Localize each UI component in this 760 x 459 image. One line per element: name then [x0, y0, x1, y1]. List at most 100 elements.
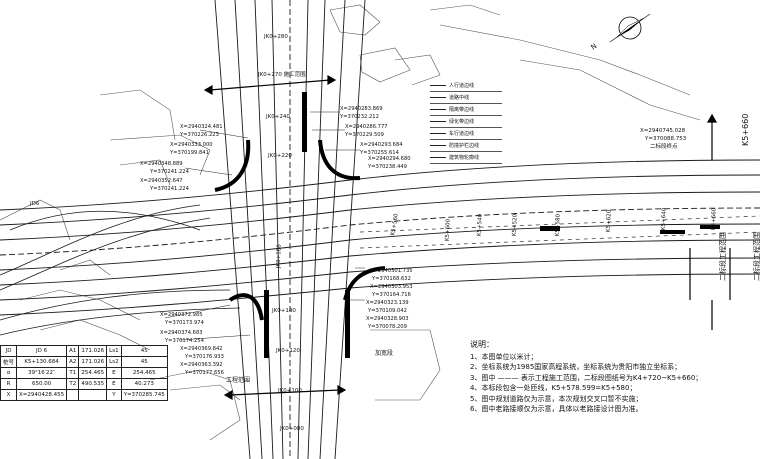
coord-30: Y=370176.933 [184, 354, 224, 360]
end-coord-y: Y=370088.753 [644, 136, 687, 142]
coord-9: X=2940324.481 [180, 124, 223, 130]
coord-8: Y=370238.449 [367, 164, 407, 170]
table-cell: 650.00 [16, 378, 68, 390]
coord-3: X=2940286.777 [345, 124, 388, 130]
table-cell: 254.465 [78, 367, 108, 379]
coord-4: Y=370229.509 [344, 132, 384, 138]
north-label: N [590, 42, 599, 52]
end-vertical-1: 二标段工程范围 [718, 232, 727, 281]
table-cell: T2 [66, 378, 80, 390]
coord-14: Y=370241.224 [149, 169, 190, 175]
legend-label: 防撞护栏边线 [449, 143, 480, 149]
legend-item: 人行道边线 [430, 80, 502, 92]
legend-label: 人行道边线 [449, 83, 475, 89]
coord-7: X=2940294.680 [368, 156, 411, 162]
note-item: 3、图中 ——— 表示工程施工范围，二标段图纸号为K4+720~K5+660； [470, 373, 703, 382]
table-cell: 254.465 [120, 367, 168, 379]
end-annotations: K5+660 X=2940745.028 Y=370088.753 二标段终点 … [226, 114, 760, 384]
coord-26: Y=370173.974 [164, 320, 205, 326]
table-cell: 45 [120, 345, 168, 357]
table-cell: A2 [66, 356, 80, 368]
coord-20: Y=370164.716 [371, 292, 411, 298]
legend-label: 隔离带边线 [449, 107, 475, 113]
left-curves [0, 204, 241, 336]
coord-15: X=2940352.647 [140, 178, 183, 184]
table-cell: X [0, 389, 18, 401]
coord-21: X=2940323.139 [366, 300, 409, 306]
notes-heading: 说明： [470, 340, 494, 349]
coord-25: X=2940372.985 [160, 312, 203, 318]
table-cell: 490.535 [78, 378, 108, 390]
chainage-labels: JK0+280 JK0+270 施工范围 JK0+240 JK0+220 JK0… [29, 34, 718, 432]
coordinate-callouts: X=2940283.869 Y=370232.212 X=2940286.777… [140, 106, 411, 192]
coord-5: X=2940293.684 [360, 142, 403, 148]
coord-10: Y=370226.223 [179, 132, 219, 138]
table-cell: A1 [66, 345, 80, 357]
chainage-bot-k2: JK0+100 [277, 388, 302, 394]
coord-18: Y=370168.632 [371, 276, 411, 282]
chainage-road-k8: K5+660 [711, 207, 718, 230]
building-outlines [0, 4, 701, 441]
legend-label: 车行道边线 [449, 131, 475, 137]
table-cell: 171.026 [78, 356, 108, 368]
design-notes: 说明： 1、本图单位以米计； 2、坐标系统为1985国家高程系统，坐标系统为贵阳… [470, 340, 750, 415]
chainage-road-k5: K5+600 [445, 218, 452, 241]
end-vertical-2: 二标段工程范围 [752, 232, 760, 281]
coord-23: X=2940328.903 [366, 316, 409, 322]
table-row: R 650.00 T2 490.535 E 40.273 [0, 378, 168, 390]
legend-label: 绿化带边线 [449, 119, 475, 125]
coord-17: X=2940301.735 [370, 268, 413, 274]
coord-28: Y=370174.254 [164, 338, 205, 344]
coord-12: Y=370199.841 [169, 150, 209, 156]
table-cell: 45 [120, 356, 168, 368]
legend-swatch [430, 133, 446, 134]
note-item: 4、本标段包含一处匝线，K5+578.599=K5+580； [470, 384, 637, 392]
chainage-road-k6: K5+620 [606, 209, 613, 232]
end-k-right: K5+660 [741, 114, 750, 146]
legend-swatch [430, 109, 446, 110]
legend-item: 隔离带边线 [430, 104, 502, 116]
coord-32: Y=370177.656 [184, 370, 224, 376]
chainage-top-k2: JK0+240 [265, 114, 290, 120]
chainage-bot-k1: JK0+120 [275, 348, 300, 354]
legend-swatch [430, 97, 446, 98]
coord-13: X=2940348.889 [140, 161, 183, 167]
end-note: 二标段终点 [650, 142, 678, 150]
table-cell: K5+130.684 [16, 356, 68, 368]
legend-item: 绿化带边线 [430, 116, 502, 128]
legend: 人行道边线 道路中线 隔离带边线 绿化带边线 车行道边线 防撞护栏边线 建筑物轮… [430, 80, 502, 164]
legend-swatch [430, 121, 446, 122]
legend-item: 防撞护栏边线 [430, 140, 502, 152]
work-scope-label: 工程范围 [226, 376, 250, 384]
coord-24: Y=370078.209 [367, 324, 407, 330]
table-cell: Ls1 [106, 345, 122, 357]
table-cell: JD 6 [16, 345, 68, 357]
table-row: JD JD 6 A1 171.026 Ls1 45 [0, 345, 168, 357]
table-cell: E [106, 367, 122, 379]
coord-22: Y=370109.042 [367, 308, 407, 314]
legend-swatch [430, 157, 446, 158]
table-cell: Y [106, 389, 122, 401]
coord-2: Y=370232.212 [339, 114, 379, 120]
north-arrow [609, 13, 651, 43]
legend-label: 建筑物轮廓线 [449, 155, 480, 161]
legend-item: 车行道边线 [430, 128, 502, 140]
main-road [0, 159, 760, 316]
end-coord-x: X=2940745.028 [640, 128, 686, 134]
coord-1: X=2940283.869 [340, 106, 383, 112]
table-cell: T1 [66, 367, 80, 379]
coord-31: X=2940363.392 [180, 362, 223, 368]
table-cell: X=2940428.455 [16, 389, 68, 401]
coord-6: Y=370255.614 [359, 150, 400, 156]
curve-element-table: JD JD 6 A1 171.026 Ls1 45 桩号 K5+130.684 … [0, 345, 168, 401]
chainage-road-k1: K5+580 [555, 213, 562, 236]
table-cell: Y=370285.745 [120, 389, 168, 401]
chainage-bot-k4: JK0+140 [271, 308, 296, 314]
table-row: 桩号 K5+130.684 A2 171.026 Ls2 45 [0, 356, 168, 368]
sidewalk-label: 加宽段 [375, 349, 393, 357]
lane-markings [359, 215, 760, 249]
chainage-road-k7: K5+640 [661, 207, 668, 230]
legend-item: 道路中线 [430, 92, 502, 104]
chainage-road-k2: K5+560 [390, 213, 400, 236]
chainage-jd6: JD6 [29, 201, 40, 207]
